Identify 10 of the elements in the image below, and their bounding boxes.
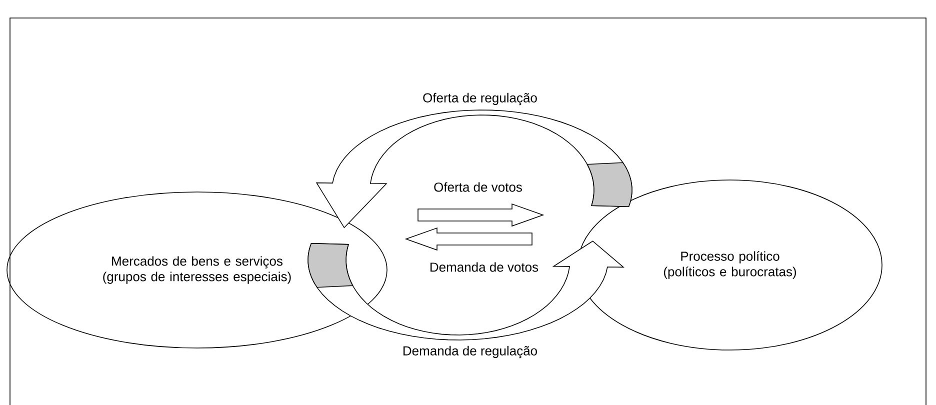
ellipse-node: Processo político (políticos e burocratas) (578, 180, 882, 350)
edge-label: Demanda de votos (428, 261, 540, 273)
curved-arrow (316, 110, 632, 228)
ellipse-node: Mercados de bens e serviços (grupos de interesses especiais) (6, 192, 388, 348)
edge-label: Oferta de regulação (422, 92, 538, 106)
edge-label: Oferta de votos (432, 181, 524, 193)
curved-arrow (308, 240, 625, 340)
block-arrow (418, 203, 544, 227)
block-arrow (404, 227, 532, 251)
edge-label: Demanda de regulação (401, 344, 539, 360)
